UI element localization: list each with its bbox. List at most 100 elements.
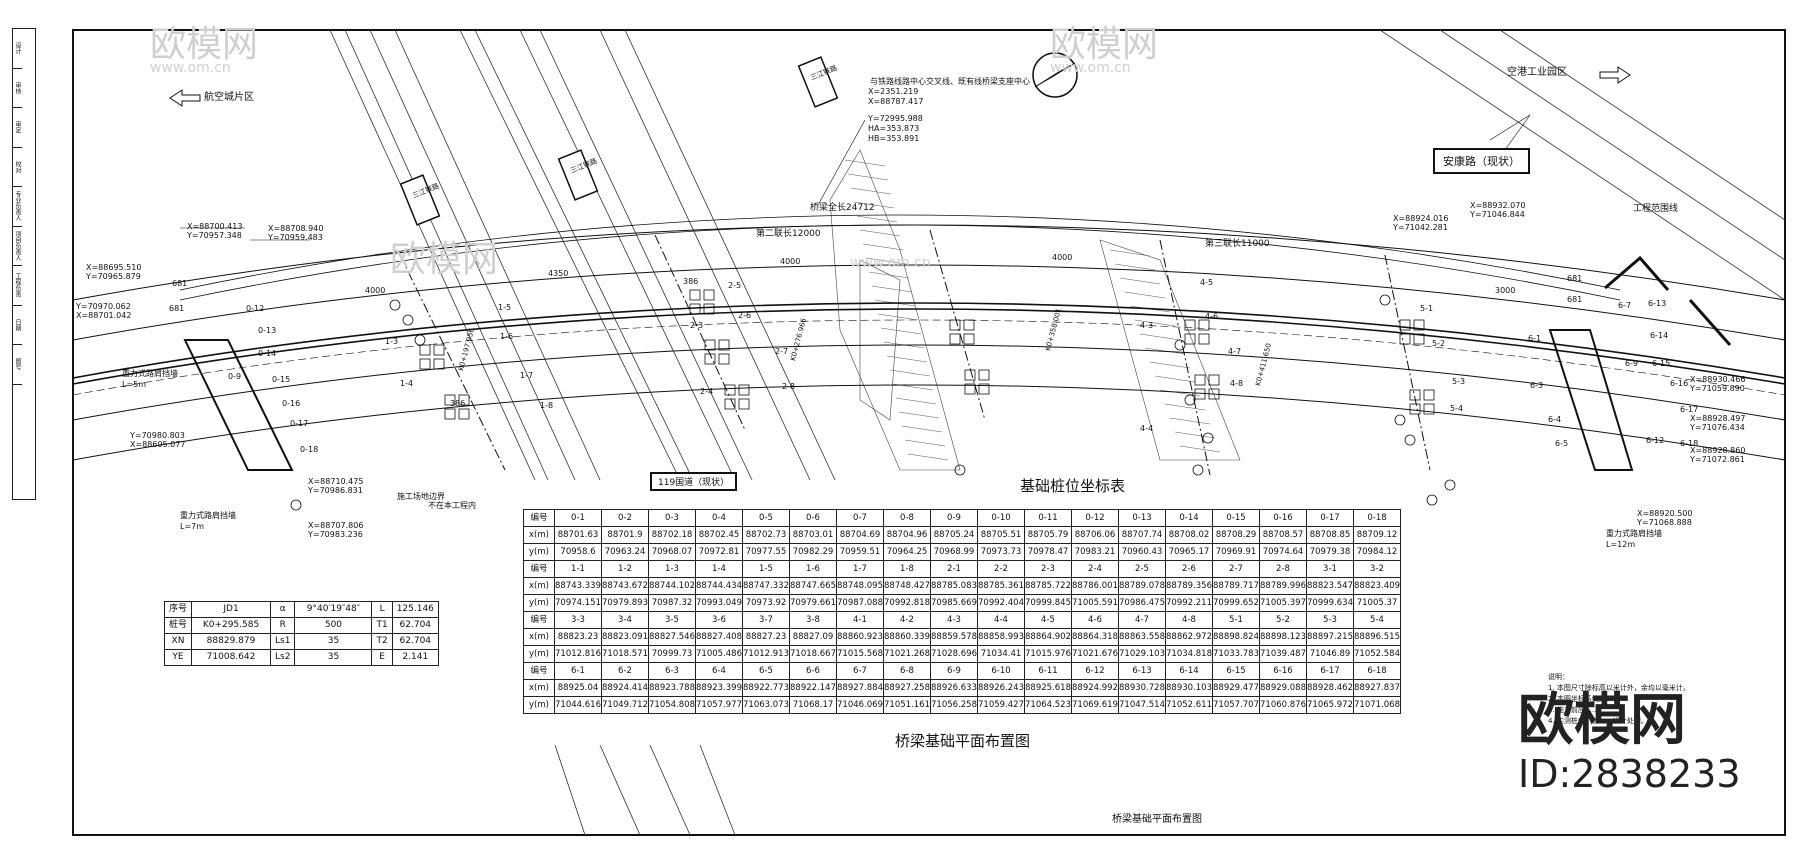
coordinate-annotation: Y=71059.890 bbox=[1690, 384, 1745, 393]
pile-symbol bbox=[433, 358, 445, 370]
pile-symbol bbox=[978, 383, 990, 395]
engineering-boundary-label: 工程范围线 bbox=[1633, 204, 1679, 214]
coord-cell: 88922.773 bbox=[742, 679, 790, 697]
coord-cell: 71005.486 bbox=[695, 645, 743, 663]
jd-table-cell: R bbox=[270, 617, 296, 634]
coord-cell: 88925.04 bbox=[554, 679, 602, 697]
coord-cell: 88748.095 bbox=[836, 577, 884, 595]
coord-cell: 70963.24 bbox=[601, 543, 649, 561]
east-arrow-icon bbox=[1599, 66, 1631, 84]
pile-symbol bbox=[724, 384, 736, 396]
pile-label: 0-16 bbox=[282, 399, 301, 408]
coord-cell: 88789.717 bbox=[1212, 577, 1260, 595]
west-direction-label: 航空城片区 bbox=[204, 92, 254, 103]
coord-cell: 0-13 bbox=[1118, 509, 1166, 527]
coordinate-annotation: Y=70970.062 bbox=[76, 302, 131, 311]
pile-symbol bbox=[1399, 333, 1411, 345]
drawing-frame bbox=[72, 29, 1786, 836]
coord-cell: 88708.02 bbox=[1165, 526, 1213, 544]
coord-cell: 3-1 bbox=[1306, 560, 1354, 578]
pile-symbol bbox=[458, 408, 470, 420]
pile-symbol bbox=[949, 319, 961, 331]
coord-cell: 71052.611 bbox=[1165, 696, 1213, 714]
pile-symbol bbox=[1194, 388, 1206, 400]
coordinate-annotation: L=7m bbox=[180, 522, 205, 531]
coord-row-header: x(m) bbox=[523, 628, 555, 646]
pile-symbol bbox=[1399, 319, 1411, 331]
coordinate-annotation: L=12m bbox=[1606, 540, 1636, 549]
coordinate-annotation: X=88701.042 bbox=[76, 311, 132, 320]
coord-cell: 88786.001 bbox=[1071, 577, 1119, 595]
dimension-label: 681 bbox=[1567, 274, 1583, 283]
watermark: www.om.cn bbox=[1050, 60, 1131, 76]
pile-symbol bbox=[718, 339, 730, 351]
coord-cell: 88744.102 bbox=[648, 577, 696, 595]
pile-label: 0-9 bbox=[228, 372, 242, 381]
coordinate-annotation: 与铁路线路中心交叉线、既有线桥梁支座中心 bbox=[870, 77, 1030, 86]
coord-cell: 70960.43 bbox=[1118, 543, 1166, 561]
pile-label: 6-13 bbox=[1648, 299, 1667, 308]
coord-cell: 88924.992 bbox=[1071, 679, 1119, 697]
coord-row-header: 编号 bbox=[523, 560, 555, 578]
coord-cell: 70973.73 bbox=[977, 543, 1025, 561]
coord-cell: 88827.546 bbox=[648, 628, 696, 646]
coord-cell: 70977.55 bbox=[742, 543, 790, 561]
side-strip-cell: 工程负责 bbox=[13, 266, 22, 306]
jd-table-cell: T1 bbox=[371, 617, 393, 634]
coord-cell: 6-18 bbox=[1353, 662, 1401, 680]
coord-cell: 4-7 bbox=[1118, 611, 1166, 629]
pile-symbol bbox=[1208, 374, 1220, 386]
coordinate-annotation: X=88695.510 bbox=[86, 263, 142, 272]
span-group-1: 第二联长12000 bbox=[756, 229, 821, 239]
coord-cell: 88827.09 bbox=[789, 628, 837, 646]
pile-label: 2-4 bbox=[700, 387, 714, 396]
coord-cell: 88705.79 bbox=[1024, 526, 1072, 544]
coord-cell: 2-5 bbox=[1118, 560, 1166, 578]
coord-cell: 6-3 bbox=[648, 662, 696, 680]
coord-cell: 88789.078 bbox=[1118, 577, 1166, 595]
coord-cell: 88785.361 bbox=[977, 577, 1025, 595]
coord-cell: 88702.73 bbox=[742, 526, 790, 544]
pile-symbol bbox=[738, 398, 750, 410]
coord-row-header: y(m) bbox=[523, 645, 555, 663]
pile-label: 6-4 bbox=[1548, 415, 1562, 424]
coord-cell: 71054.808 bbox=[648, 696, 696, 714]
existing-road-label: 安康路（现状） bbox=[1433, 148, 1530, 174]
coord-cell: 3-2 bbox=[1353, 560, 1401, 578]
note-line: 1. 本图尺寸除标高以米计外，余均以毫米计。 bbox=[1548, 684, 1690, 692]
coordinate-annotation: HB=353.891 bbox=[868, 134, 920, 143]
coordinate-annotation: Y=71046.844 bbox=[1470, 210, 1525, 219]
coord-cell: 70987.32 bbox=[648, 594, 696, 612]
coord-cell: 70973.92 bbox=[742, 594, 790, 612]
pile-symbol bbox=[1194, 374, 1206, 386]
pile-label: 2-7 bbox=[775, 347, 789, 356]
coord-cell: 71012.913 bbox=[742, 645, 790, 663]
coord-cell: 3-5 bbox=[648, 611, 696, 629]
coord-cell: 0-18 bbox=[1353, 509, 1401, 527]
coord-cell: 88862.972 bbox=[1165, 628, 1213, 646]
pile-symbol bbox=[1413, 333, 1425, 345]
coord-cell: 6-1 bbox=[554, 662, 602, 680]
coord-cell: 71051.161 bbox=[883, 696, 931, 714]
coord-cell: 70958.6 bbox=[554, 543, 602, 561]
pile-symbol bbox=[1409, 389, 1421, 401]
coord-cell: 6-6 bbox=[789, 662, 837, 680]
coord-cell: 88823.23 bbox=[554, 628, 602, 646]
pile-circle bbox=[1184, 394, 1196, 406]
coord-cell: 71057.707 bbox=[1212, 696, 1260, 714]
coord-cell: 71049.712 bbox=[601, 696, 649, 714]
coord-cell: 70983.21 bbox=[1071, 543, 1119, 561]
coord-cell: 88863.558 bbox=[1118, 628, 1166, 646]
coord-cell: 88859.578 bbox=[930, 628, 978, 646]
coord-cell: 0-14 bbox=[1165, 509, 1213, 527]
jd-table-cell: 2.141 bbox=[391, 649, 439, 666]
pile-label: 6-5 bbox=[1555, 439, 1569, 448]
pile-label: 4-4 bbox=[1140, 424, 1154, 433]
